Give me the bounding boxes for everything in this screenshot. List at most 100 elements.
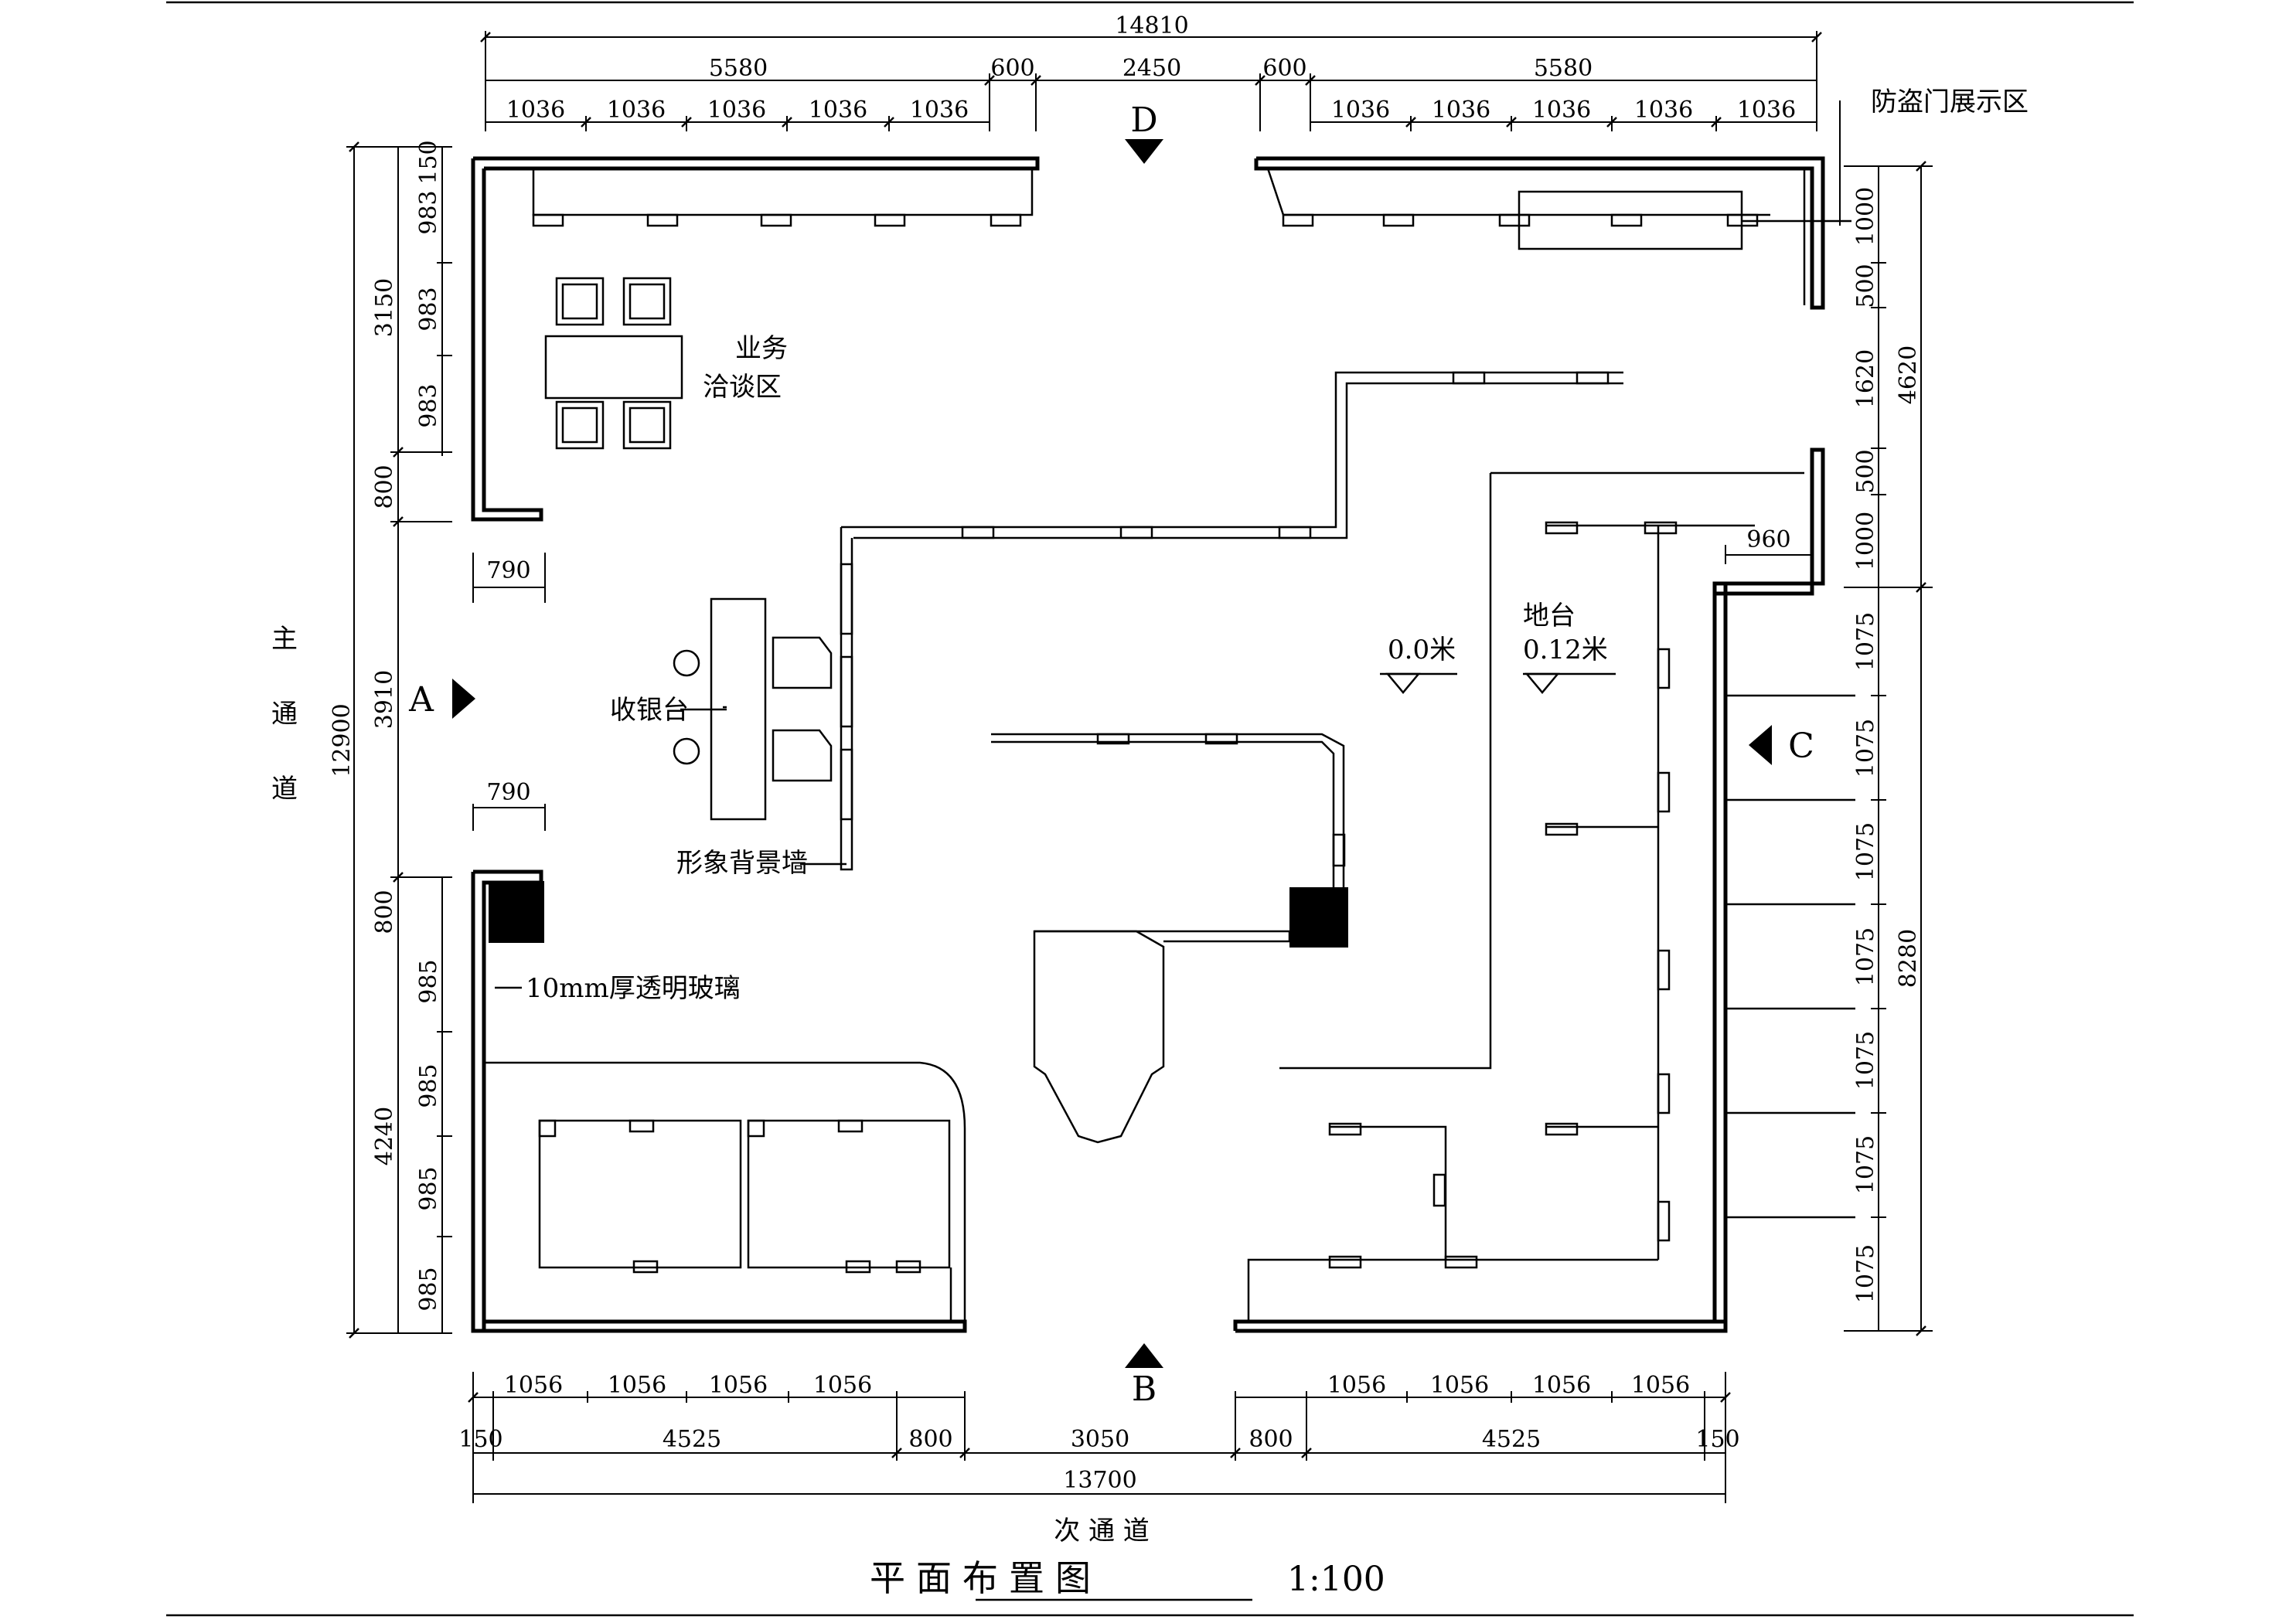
dim-top-total: 14810 (1115, 12, 1188, 39)
dim-top-seg-1: 5580 (709, 55, 768, 82)
dim-top-left-sub-1: 1036 (506, 97, 565, 124)
dim-top-right-sub-4: 1036 (1634, 97, 1693, 124)
wall-right-step (1715, 447, 1825, 596)
dim-left-sub-bottom-3: 985 (415, 1166, 442, 1210)
shelf-top-left (532, 168, 1034, 216)
meeting-table (544, 335, 683, 400)
entrance-b-arrow (1125, 1343, 1163, 1368)
dim-right-total-2: 8280 (1895, 929, 1922, 988)
dim-right-sub-1: 1075 (1852, 612, 1879, 671)
dim-right-sub-4: 1075 (1852, 927, 1879, 986)
dim-bottom-left-sub-3: 1056 (709, 1372, 768, 1399)
dim-bottom-right-sub-1: 1056 (1327, 1372, 1386, 1399)
dim-right-seg-3: 1620 (1852, 349, 1879, 408)
wall-right-lower (1712, 581, 1728, 1331)
dim-left-seg-4: 800 (371, 890, 398, 934)
entrance-a-arrow (452, 679, 475, 719)
dim-top-right-sub-3: 1036 (1532, 97, 1591, 124)
dim-right-total-1: 4620 (1895, 345, 1922, 404)
label-image-wall: 形象背景墙 (676, 848, 808, 879)
dim-top-left-sub-5: 1036 (910, 97, 969, 124)
bottom-left-counter (484, 1061, 966, 1322)
label-business-1: 业务 (735, 333, 788, 364)
dim-bottom-seg-6: 4525 (1482, 1426, 1541, 1453)
label-main-channel-1: 主 (271, 624, 298, 655)
column-left (489, 881, 544, 943)
dim-right-seg-5: 1000 (1852, 512, 1879, 570)
door-display-box (1518, 190, 1743, 250)
dim-left-sub-bottom-2: 985 (415, 1063, 442, 1108)
dim-left-sub-bottom-4: 985 (415, 1267, 442, 1311)
dim-left-sub-top-2: 983 (415, 190, 442, 234)
dim-bottom-total: 13700 (1063, 1467, 1136, 1494)
label-platform-level: 0.12米 (1523, 635, 1608, 665)
dim-top-right-sub-2: 1036 (1432, 97, 1490, 124)
label-secondary-channel: 次 通 道 (1054, 1516, 1150, 1546)
wall-top-right (1254, 156, 1825, 310)
dim-bottom-seg-5: 800 (1248, 1426, 1293, 1453)
level-marker-platform (1524, 672, 1560, 694)
dim-bottom-seg-1: 150 (458, 1426, 502, 1453)
label-business-2: 洽谈区 (703, 372, 782, 403)
dim-bottom-left-sub-1: 1056 (504, 1372, 563, 1399)
wall-bottom-right (1233, 1319, 1728, 1333)
dim-left-total: 12900 (329, 703, 356, 777)
dim-bottom-right-sub-2: 1056 (1430, 1372, 1489, 1399)
dim-right-sub-7: 1075 (1852, 1244, 1879, 1303)
dim-left-sub-bottom-1: 985 (415, 959, 442, 1003)
dim-top-seg-4: 600 (1262, 55, 1306, 82)
dim-top-left-sub-2: 1036 (607, 97, 666, 124)
label-main-channel-2: 通 (271, 699, 298, 730)
dimension-ticks (349, 32, 1926, 1458)
entrance-c-arrow (1749, 725, 1772, 765)
label-main-channel-3: 道 (271, 774, 298, 805)
dim-right-seg-2: 500 (1852, 264, 1879, 308)
entrance-d-label: D (1130, 100, 1157, 140)
dim-top-left-sub-3: 1036 (707, 97, 766, 124)
label-door-display: 防盗门展示区 (1871, 87, 2029, 117)
dim-right-sub-3: 1075 (1852, 822, 1879, 881)
drawing-scale: 1:100 (1287, 1560, 1385, 1599)
dim-top-seg-3: 2450 (1122, 55, 1181, 82)
entrance-b-label: B (1132, 1370, 1157, 1409)
shelf-center-upper (841, 371, 1623, 529)
dim-right-seg-1: 1000 (1852, 187, 1879, 246)
dim-top-right-sub-5: 1036 (1737, 97, 1796, 124)
dim-left-seg-3: 3910 (371, 670, 398, 729)
dimension-lines (346, 31, 1933, 1503)
dim-right-seg-4: 500 (1852, 449, 1879, 493)
entrance-c-label: C (1788, 726, 1814, 766)
dim-opening-left-2: 790 (486, 779, 530, 806)
entrance-a-label: A (408, 680, 434, 720)
kite-display (1034, 930, 1291, 943)
dim-top-seg-2: 600 (990, 55, 1034, 82)
wall-top-left (473, 156, 1040, 171)
dim-bottom-left-sub-2: 1056 (608, 1372, 666, 1399)
dim-right-sub-6: 1075 (1852, 1135, 1879, 1194)
label-floor-level: 0.0米 (1388, 635, 1456, 665)
display-shelves (484, 168, 1855, 1322)
dim-opening-left-1: 790 (486, 557, 530, 584)
dim-bottom-right-sub-4: 1056 (1631, 1372, 1690, 1399)
shelf-center-island (991, 733, 1345, 887)
dim-left-seg-5: 4240 (371, 1107, 398, 1165)
label-glass: 10mm厚透明玻璃 (526, 973, 741, 1004)
dim-left-sub-top-4: 983 (415, 383, 442, 427)
dim-bottom-seg-4: 3050 (1071, 1426, 1129, 1453)
dim-right-sub-5: 1075 (1852, 1031, 1879, 1090)
dim-right-sub-2: 1075 (1852, 719, 1879, 777)
wall-left-upper (471, 158, 543, 522)
column-center (1289, 887, 1348, 948)
dim-bottom-seg-7: 150 (1695, 1426, 1739, 1453)
image-wall (840, 527, 853, 871)
level-marker-floor (1385, 672, 1421, 694)
dim-top-right-sub-1: 1036 (1331, 97, 1390, 124)
dimension-text: 14810 5580 600 2450 600 5580 1036 1036 1… (329, 12, 1922, 1494)
dim-left-seg-2: 800 (371, 464, 398, 509)
label-cashier: 收银台 (610, 695, 689, 726)
dim-right-opening: 960 (1746, 526, 1790, 553)
dim-left-sub-top-1: 150 (415, 140, 442, 184)
dim-bottom-left-sub-4: 1056 (813, 1372, 872, 1399)
dim-bottom-right-sub-3: 1056 (1532, 1372, 1591, 1399)
dim-top-seg-5: 5580 (1534, 55, 1593, 82)
